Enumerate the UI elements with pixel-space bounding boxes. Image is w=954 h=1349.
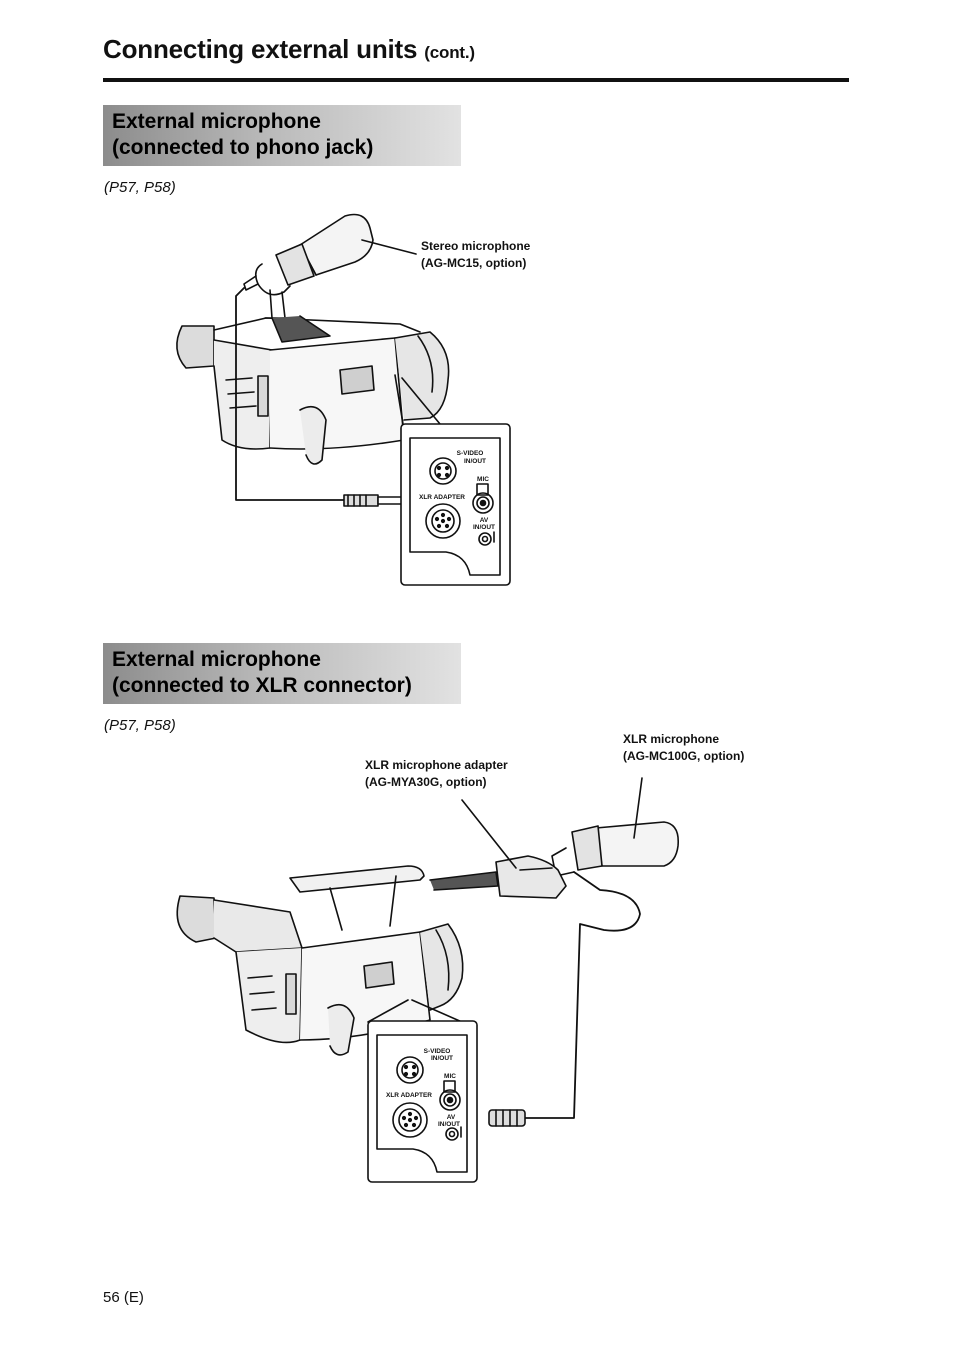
callout-line-1: XLR microphone (623, 732, 720, 746)
svideo-label: S-VIDEO (424, 1048, 451, 1055)
svideo-label-2: IN/OUT (464, 458, 486, 465)
page-title-suffix: (cont.) (424, 43, 475, 62)
callout-line-2: (AG-MC15, option) (421, 256, 527, 270)
camcorder-icon (176, 315, 450, 465)
page-reference: (P57, P58) (104, 179, 176, 196)
xlr-adapter-callout: XLR microphone adapter (AG-MYA30G, optio… (365, 757, 508, 791)
svideo-label: S-VIDEO (457, 450, 484, 457)
callout-line-1: XLR microphone adapter (365, 758, 508, 772)
section-heading-line-1: External microphone (112, 110, 321, 133)
av-label: AV (447, 1114, 456, 1121)
page-title: Connecting external units (cont.) (103, 34, 475, 65)
callout-line-2: (AG-MYA30G, option) (365, 775, 487, 789)
section-heading-line-1: External microphone (112, 648, 321, 671)
xlr-adapter-icon (429, 855, 567, 899)
mic-label: MIC (477, 476, 489, 483)
stereo-microphone-callout: Stereo microphone (AG-MC15, option) (421, 238, 530, 272)
section-heading-xlr-connector: External microphone (connected to XLR co… (103, 643, 461, 704)
page-number: 56 (E) (103, 1289, 144, 1306)
section-heading-phono-jack: External microphone (connected to phono … (103, 105, 461, 166)
callout-line-1: Stereo microphone (421, 239, 531, 253)
av-label-2: IN/OUT (438, 1121, 460, 1128)
phono-plug-icon (343, 494, 405, 507)
section-heading-line-2: (connected to phono jack) (112, 136, 374, 159)
xlr-adapter-label: XLR ADAPTER (419, 494, 465, 501)
av-label: AV (480, 517, 489, 524)
callout-line-2: (AG-MC100G, option) (623, 749, 745, 763)
xlr-microphone-callout: XLR microphone (AG-MC100G, option) (623, 731, 744, 765)
page-title-text: Connecting external units (103, 34, 418, 64)
camcorder-icon (176, 865, 464, 1056)
svideo-label-2: IN/OUT (431, 1055, 453, 1062)
title-rule (103, 78, 849, 83)
connector-panel-inset: S-VIDEO IN/OUT MIC XLR ADAPTER AV IN/OUT (400, 423, 511, 586)
connector-panel-inset: S-VIDEO IN/OUT MIC XLR ADAPTER AV IN/OUT (367, 1020, 478, 1183)
xlr-microphone-icon (519, 821, 680, 1119)
xlr-adapter-label: XLR ADAPTER (386, 1092, 432, 1099)
section-heading-line-2: (connected to XLR connector) (112, 674, 412, 697)
page-reference: (P57, P58) (104, 717, 176, 734)
av-label-2: IN/OUT (473, 524, 495, 531)
xlr-plug-icon (488, 1109, 526, 1127)
mic-label: MIC (444, 1073, 456, 1080)
